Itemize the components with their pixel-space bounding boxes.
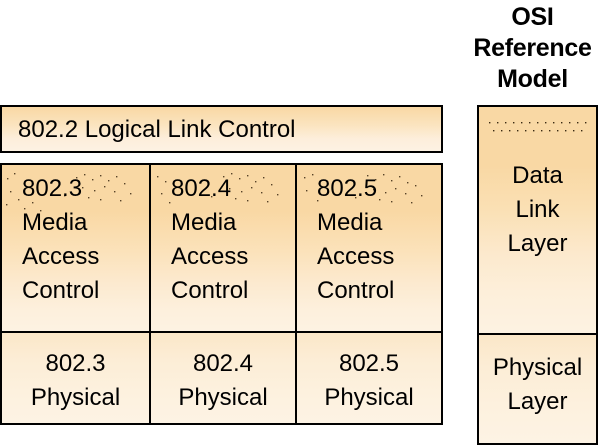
mac-line-1: 802.5 — [317, 175, 378, 202]
osi-dl-line-2: Link — [515, 196, 560, 223]
table-column-802-3: 802.3 Media Access Control 802.3 Physica… — [2, 165, 149, 423]
osi-title-line-3: Model — [497, 65, 568, 93]
mac-cell-802-3: 802.3 Media Access Control — [2, 165, 149, 333]
mac-label-802-3: 802.3 Media Access Control — [22, 172, 99, 308]
phy-cell-802-5: 802.5 Physical — [297, 333, 441, 423]
osi-reference-model-title: OSI Reference Model — [462, 2, 603, 95]
phy-line-1: 802.3 — [45, 350, 106, 377]
llc-label: 802.2 Logical Link Control — [18, 116, 296, 143]
osi-title-line-1: OSI — [511, 3, 554, 31]
dither-dotted-line-icon — [489, 122, 587, 132]
osi-physical-layer-cell: Physical Layer — [479, 335, 596, 443]
phy-line-1: 802.5 — [338, 350, 400, 377]
mac-line-2: Media — [171, 209, 237, 236]
phy-cell-802-3: 802.3 Physical — [2, 333, 149, 423]
osi-phy-line-1: Physical — [492, 354, 583, 381]
osi-data-link-layer-label: Data Link Layer — [479, 159, 596, 261]
table-column-802-4: 802.4 Media Access Control 802.4 Physica… — [149, 165, 297, 423]
mac-line-2: Media — [22, 209, 88, 236]
osi-dl-line-3: Layer — [507, 230, 568, 257]
mac-label-802-5: 802.5 Media Access Control — [317, 172, 394, 308]
mac-line-3: Access — [22, 243, 100, 270]
phy-label-802-5: 802.5 Physical — [297, 347, 441, 415]
osi-phy-line-2: Layer — [507, 388, 568, 415]
phy-line-2: Physical — [324, 384, 414, 411]
mac-label-802-4: 802.4 Media Access Control — [171, 172, 248, 308]
phy-line-2: Physical — [30, 384, 121, 411]
mac-line-3: Access — [317, 243, 395, 270]
phy-line-2: Physical — [178, 384, 268, 411]
mac-line-1: 802.4 — [171, 175, 232, 202]
table-column-802-5: 802.5 Media Access Control 802.5 Physica… — [297, 165, 441, 423]
mac-line-2: Media — [317, 209, 383, 236]
osi-physical-layer-label: Physical Layer — [479, 351, 596, 419]
mac-cell-802-4: 802.4 Media Access Control — [151, 165, 295, 333]
mac-line-4: Control — [22, 277, 100, 304]
mac-line-1: 802.3 — [22, 175, 83, 202]
mac-line-3: Access — [171, 243, 249, 270]
mac-line-4: Control — [171, 277, 249, 304]
mac-line-4: Control — [317, 277, 395, 304]
osi-model-column: Data Link Layer Physical Layer — [477, 105, 598, 445]
llc-box: 802.2 Logical Link Control — [0, 105, 443, 153]
phy-label-802-3: 802.3 Physical — [2, 347, 149, 415]
phy-cell-802-4: 802.4 Physical — [151, 333, 295, 423]
phy-line-1: 802.4 — [192, 350, 254, 377]
osi-dl-line-1: Data — [512, 162, 563, 189]
ieee-802-table: 802.3 Media Access Control 802.3 Physica… — [0, 163, 443, 425]
osi-title-line-2: Reference — [473, 34, 592, 62]
osi-data-link-layer-cell: Data Link Layer — [479, 107, 596, 335]
phy-label-802-4: 802.4 Physical — [151, 347, 295, 415]
mac-cell-802-5: 802.5 Media Access Control — [297, 165, 441, 333]
